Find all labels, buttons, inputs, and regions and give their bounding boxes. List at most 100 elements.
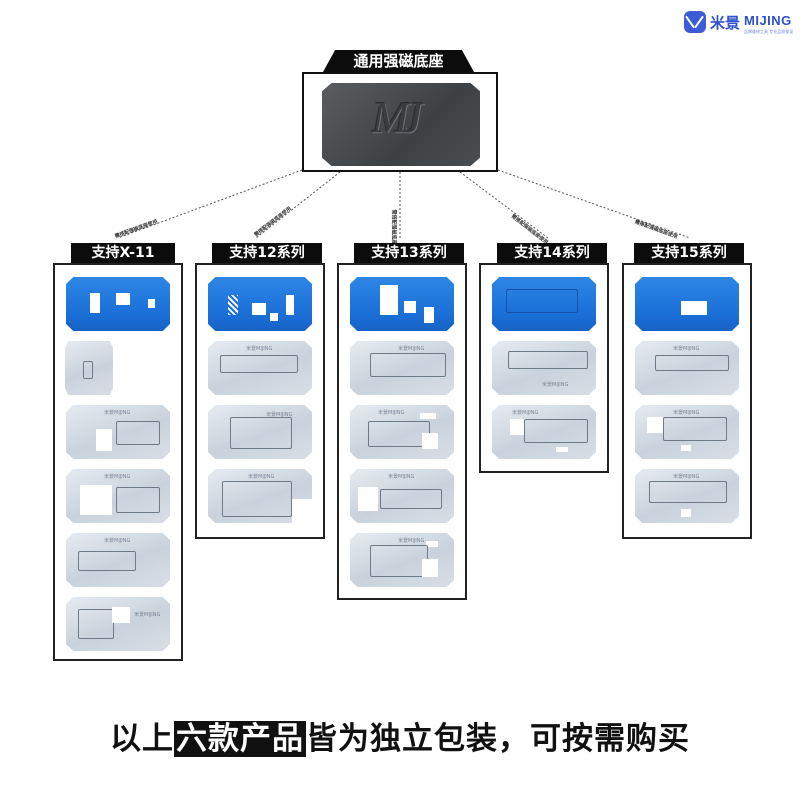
- plate-cutout: [80, 485, 112, 515]
- plate-cutout: [426, 541, 438, 547]
- pad-cutout: [270, 313, 278, 321]
- base-emboss-logo: MJ: [372, 93, 422, 142]
- column-title-x11: 支持X-11: [71, 243, 175, 263]
- footer-caption: 以上六款产品皆为独立包装，可按需购买: [0, 713, 800, 758]
- steel-stencil-plate: 米景MIJING: [208, 341, 312, 395]
- steel-stencil-plate: 米景MIJING: [208, 469, 312, 523]
- blue-silicone-pad: [208, 277, 312, 331]
- column-title-13: 支持13系列: [354, 243, 464, 263]
- stencil-outline: [370, 545, 428, 577]
- plate-brand-mark: 米景MIJING: [104, 538, 131, 544]
- plate-brand-mark: 米景MIJING: [134, 612, 161, 618]
- pad-cutout: [90, 293, 100, 313]
- plate-brand-mark: 米景MIJING: [266, 412, 293, 418]
- footer-highlight: 六款产品: [174, 721, 306, 757]
- stencil-outline: [78, 609, 114, 639]
- connector-note-x11: 需搭配强磁底座使用: [114, 218, 159, 240]
- connector-note-15: 需搭配强磁底座使用: [633, 219, 679, 241]
- plate-brand-mark: 米景MIJING: [512, 410, 539, 416]
- stencil-outline: [508, 351, 588, 369]
- plate-cutout: [556, 447, 568, 452]
- stencil-outline: [649, 481, 727, 503]
- steel-stencil-plate: 米景MIJING: [66, 597, 170, 651]
- footer-suffix: 皆为独立包装，可按需购买: [306, 721, 690, 757]
- plate-cutout: [681, 509, 691, 517]
- column-box-15: 米景MIJING 米景MIJING 米景MIJING: [622, 263, 752, 539]
- steel-stencil-plate: 米景MIJING: [350, 533, 454, 587]
- column-box-14: 米景MIJING 米景MIJING: [479, 263, 609, 473]
- plate-brand-mark: 米景MIJING: [246, 346, 273, 352]
- stencil-outline: [83, 361, 93, 379]
- footer-prefix: 以上: [110, 721, 174, 757]
- plate-brand-mark: 米景MIJING: [248, 474, 275, 480]
- steel-stencil-plate: 米景MIJING: [635, 405, 739, 459]
- steel-stencil-plate: 米景MIJING: [66, 533, 170, 587]
- plate-cutout: [681, 445, 691, 451]
- plate-cutout: [96, 429, 112, 451]
- blue-silicone-pad: [350, 277, 454, 331]
- column-box-12: 米景MIJING 米景MIJING 米景MIJING: [195, 263, 325, 539]
- steel-stencil-plate: 米景MIJING: [66, 469, 170, 523]
- pad-cutout: [404, 301, 416, 313]
- pad-cutout: [148, 299, 155, 308]
- pad-cutout: [380, 285, 398, 315]
- connector-note-12: 需搭配强磁底座使用: [253, 205, 293, 239]
- steel-stencil-plate: 米景MIJING: [66, 405, 170, 459]
- plate-brand-mark: 米景MIJING: [398, 346, 425, 352]
- steel-stencil-plate: 米景MIJING: [350, 405, 454, 459]
- stencil-outline: [116, 421, 160, 445]
- logo-text-block: MIJING 品牌维修工具 专业品质保证: [744, 10, 793, 34]
- plate-brand-mark: 米景MIJING: [104, 474, 131, 480]
- logo-chinese-name: 米景: [710, 13, 741, 32]
- stencil-outline: [663, 417, 727, 441]
- pad-cutout: [252, 303, 266, 315]
- plate-brand-mark: 米景MIJING: [388, 474, 415, 480]
- stencil-outline: [220, 355, 298, 373]
- stencil-outline: [524, 419, 588, 443]
- plate-brand-mark: 米景MIJING: [673, 346, 700, 352]
- stencil-outline: [380, 489, 442, 509]
- stencil-outline: [368, 421, 430, 447]
- column-title-14: 支持14系列: [497, 243, 607, 263]
- plate-cutout: [647, 417, 663, 433]
- blue-silicone-pad: [635, 277, 739, 331]
- pad-striped-area: [228, 295, 238, 315]
- plate-cutout: [422, 433, 438, 449]
- steel-stencil-plate: 米景MIJING: [635, 341, 739, 395]
- steel-stencil-plate: 米景MIJING: [350, 469, 454, 523]
- plate-brand-mark: 米景MIJING: [378, 410, 405, 416]
- logo-english-name: MIJING: [744, 13, 792, 28]
- stencil-outline: [222, 481, 292, 517]
- blue-silicone-pad: [66, 277, 170, 331]
- pad-cutout: [681, 301, 707, 315]
- plate-cutout: [420, 413, 436, 419]
- column-title-12: 支持12系列: [212, 243, 322, 263]
- column-box-13: 米景MIJING 米景MIJING 米景MIJING 米景MIJING: [337, 263, 467, 600]
- column-title-15: 支持15系列: [634, 243, 744, 263]
- plate-brand-mark: 米景MIJING: [398, 538, 425, 544]
- plate-brand-mark: 米景MIJING: [673, 410, 700, 416]
- blue-silicone-pad: [492, 277, 596, 331]
- stencil-outline: [370, 353, 446, 377]
- stencil-outline: [116, 487, 160, 513]
- stencil-outline: [655, 355, 729, 371]
- base-frame: [302, 72, 498, 172]
- plate-brand-mark: 米景MIJING: [673, 474, 700, 480]
- logo-tagline: 品牌维修工具 专业品质保证: [744, 29, 794, 34]
- steel-stencil-plate: 米景MIJING: [635, 469, 739, 523]
- pad-cutout: [116, 293, 130, 305]
- base-title: 通用强磁底座: [323, 50, 474, 72]
- brand-logo: 米景 MIJING 品牌维修工具 专业品质保证: [684, 10, 793, 34]
- steel-stencil-plate: [65, 341, 113, 395]
- mijing-logo-icon: [684, 11, 706, 33]
- steel-stencil-plate: 米景MIJING: [492, 341, 596, 395]
- stencil-outline: [230, 417, 292, 449]
- connector-note-14: 需搭配强磁底座使用: [509, 213, 550, 246]
- stencil-outline: [78, 551, 136, 571]
- pad-cutout: [424, 307, 434, 323]
- plate-brand-mark: 米景MIJING: [542, 382, 569, 388]
- plate-cutout: [422, 559, 438, 577]
- plate-cutout: [112, 607, 130, 623]
- steel-stencil-plate: 米景MIJING: [350, 341, 454, 395]
- plate-brand-mark: 米景MIJING: [104, 410, 131, 416]
